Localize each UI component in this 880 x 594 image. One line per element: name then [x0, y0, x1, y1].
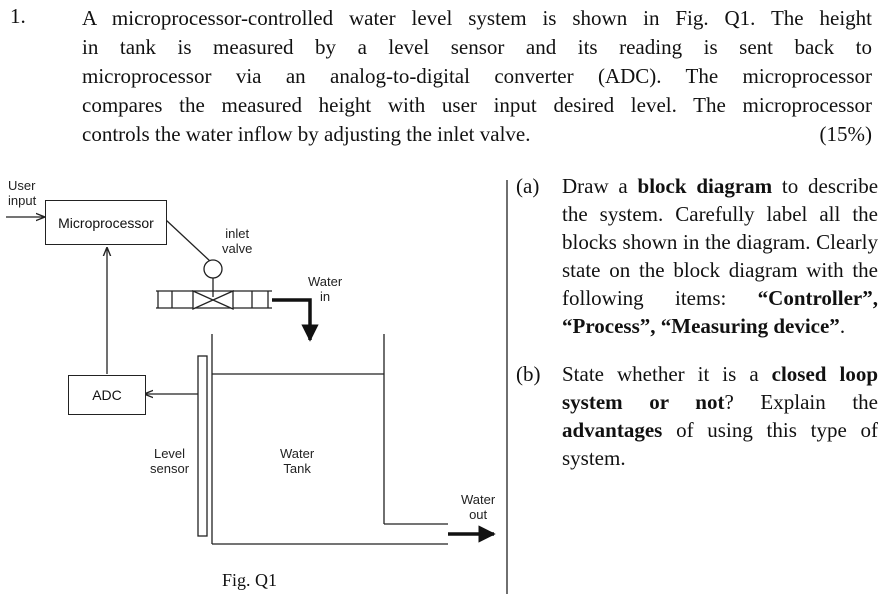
valve-actuator	[203, 259, 223, 279]
water-in-label: Water in	[308, 274, 343, 304]
intro-line-1: A microprocessor-controlled water level …	[82, 6, 872, 30]
microprocessor-block: Microprocessor	[45, 200, 167, 245]
sub-questions: (a) Draw a block diagram to describe the…	[516, 172, 878, 472]
part-a-text-1: Draw a	[562, 174, 638, 198]
part-b: (b) State whether it is a closed loop sy…	[516, 360, 878, 472]
valve-body	[211, 289, 234, 311]
intro-line-3: microprocessor via an analog-to-digital …	[82, 64, 872, 88]
part-a-bold-2: “Controller”, “Process”, “Measuring devi…	[562, 286, 878, 338]
part-b-text-2: ? Explain the	[724, 390, 878, 414]
intro-line-5: controls the water inflow by adjusting t…	[82, 122, 531, 146]
part-a-label: (a)	[516, 174, 540, 198]
part-b-bold-1: closed loop system or not	[562, 362, 879, 414]
water-out-label: Water out	[461, 492, 496, 522]
part-a-bold-1: block diagram	[637, 174, 773, 198]
part-b-text-3: of using this type of system.	[562, 418, 878, 470]
intro-line-2: in tank is measured by a level sensor an…	[82, 35, 872, 59]
part-a-text-3: .	[839, 314, 846, 338]
user-input-label: User input	[8, 178, 37, 208]
part-a: (a) Draw a block diagram to describe the…	[516, 172, 878, 340]
water-tank-label: Water Tank	[280, 446, 315, 476]
valve-control-line	[165, 219, 212, 263]
figure-q1: User input Microprocessor inlet valve Wa…	[0, 170, 520, 594]
level-sensor-strip	[197, 355, 208, 537]
water-in-arrow	[272, 298, 319, 342]
part-a-text: Draw a block diagram to describe the sys…	[562, 172, 878, 340]
question-marks: (15%)	[819, 122, 872, 146]
inlet-valve-label: inlet valve	[222, 226, 253, 256]
intro-last-row: controls the water inflow by adjusting t…	[82, 120, 872, 149]
question-intro: A microprocessor-controlled water level …	[82, 4, 872, 149]
figure-caption: Fig. Q1	[222, 570, 278, 590]
part-b-text-1: State whether it is a	[562, 362, 772, 386]
intro-line-4: compares the measured height with user i…	[82, 93, 872, 117]
part-b-label: (b)	[516, 362, 541, 386]
part-a-text-2: to describe the system. Carefully label …	[562, 174, 879, 310]
valve-body	[192, 289, 215, 311]
part-b-text: State whether it is a closed loop system…	[562, 360, 878, 472]
question-number: 1.	[10, 4, 26, 28]
part-b-bold-2: advantages	[562, 418, 663, 442]
system-diagram	[6, 180, 508, 594]
adc-block: ADC	[68, 375, 146, 415]
level-sensor-label: Level sensor	[150, 446, 190, 476]
